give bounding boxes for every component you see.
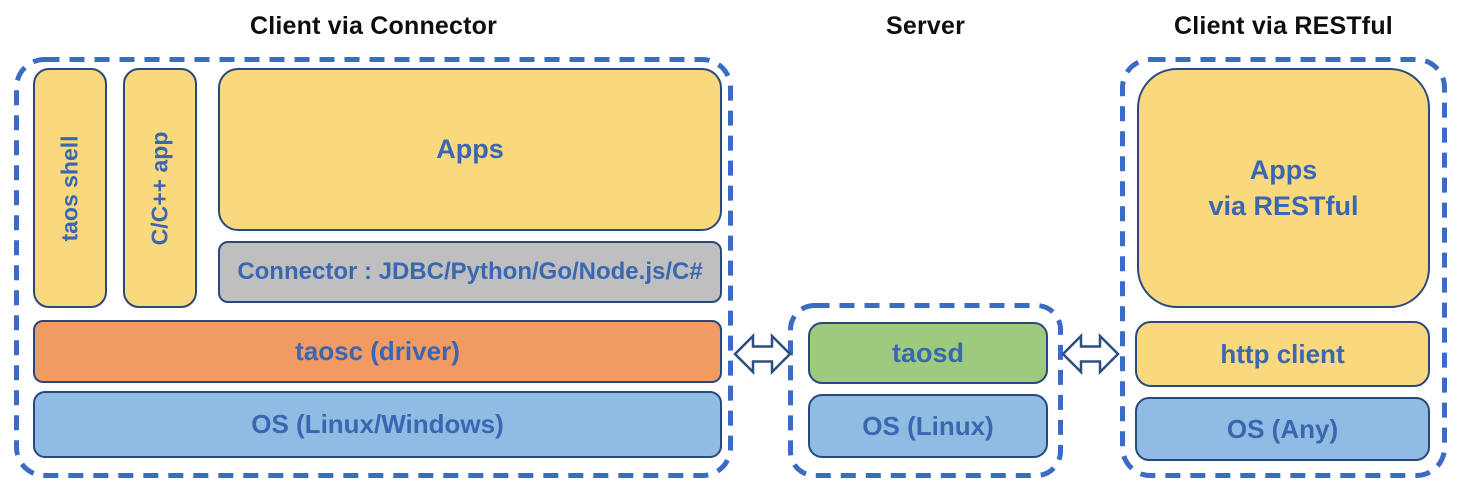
http-client-label: http client [1220, 338, 1345, 369]
cpp-app-box: C/C++ app [123, 68, 197, 308]
os-linux-box: OS (Linux) [808, 394, 1048, 458]
cpp-app-label: C/C++ app [146, 131, 173, 245]
server-title: Server [885, 12, 966, 40]
apps-via-restful-label-line1: Apps [1249, 154, 1318, 185]
client-restful-group-outline [1120, 57, 1447, 478]
taos-shell-box: taos shell [33, 68, 107, 308]
os-any-label: OS (Any) [1226, 413, 1339, 444]
connector-label: Connector : JDBC/Python/Go/Node.js/C# [237, 258, 703, 285]
client-connector-group-outline [14, 57, 733, 478]
apps-via-restful-label-line2: via RESTful [1208, 191, 1359, 221]
client-connector-title: Client via Connector [249, 12, 498, 40]
os-linux-windows-box: OS (Linux/Windows) [33, 391, 722, 458]
apps-via-restful-box: Apps via RESTful [1137, 68, 1430, 308]
apps-label: Apps [436, 134, 504, 164]
taosc-driver-label: taosc (driver) [295, 336, 460, 366]
os-any-box: OS (Any) [1135, 397, 1430, 461]
apps-box: Apps [218, 68, 722, 231]
taosc-driver-box: taosc (driver) [33, 320, 722, 383]
taos-shell-label: taos shell [56, 134, 83, 242]
taosd-box: taosd [808, 322, 1048, 384]
server-group-outline [788, 303, 1063, 478]
client-restful-title: Client via RESTful [1174, 12, 1393, 40]
os-linux-windows-label: OS (Linux/Windows) [251, 409, 504, 439]
connector-box: Connector : JDBC/Python/Go/Node.js/C# [218, 241, 722, 303]
double-headed-arrow-icon [1061, 332, 1120, 376]
os-linux-label: OS (Linux) [862, 410, 994, 441]
http-client-box: http client [1135, 321, 1430, 387]
double-headed-arrow-icon [733, 332, 792, 376]
taosd-label: taosd [891, 337, 964, 368]
